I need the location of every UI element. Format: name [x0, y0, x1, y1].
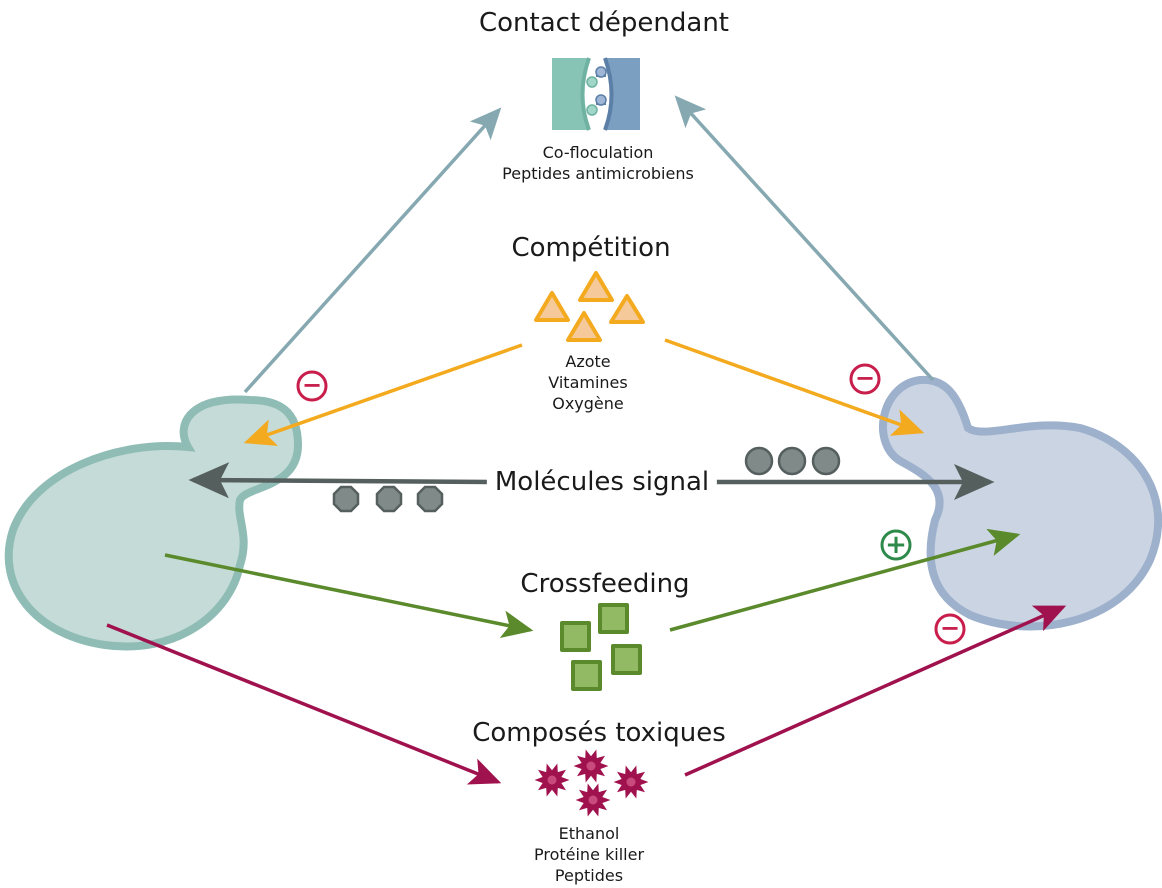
minus-symbol: −	[855, 364, 875, 392]
plus-symbol: +	[885, 530, 907, 560]
competition-line-2: Vitamines	[548, 373, 628, 392]
toxic-arrow-right	[684, 605, 1067, 777]
right-cell-body	[879, 375, 1162, 631]
activation-sign-crossfeeding: +	[880, 529, 912, 561]
crossfeeding-arrow-right	[669, 528, 1021, 632]
toxin-particle	[575, 783, 611, 817]
contact-arrow-right	[674, 95, 935, 382]
crossfeeding-title: Crossfeeding	[520, 569, 690, 599]
contact-arrow-left	[243, 107, 502, 394]
competition-line-3: Oxygène	[552, 394, 624, 413]
toxic-line-2: Protéine killer	[533, 845, 645, 864]
toxic-title: Composés toxiques	[472, 718, 726, 748]
triangle-nutrient-icon	[534, 271, 645, 342]
toxic-line-3: Peptides	[554, 866, 624, 885]
circle-molecule-icon	[744, 446, 841, 476]
toxin-particle	[613, 765, 649, 799]
contact-line-1: Co-floculation	[542, 143, 654, 162]
crossfeeding-arrow-left	[164, 553, 534, 639]
signal-arrow-left	[188, 462, 491, 499]
contact-line-2: Peptides antimicrobiens	[502, 164, 694, 183]
inhibition-sign-left-competition: −	[296, 370, 328, 402]
toxic-line-1: Ethanol	[558, 824, 620, 843]
toxic-arrow-left	[106, 623, 502, 785]
signal-title: Molécules signal	[486, 467, 718, 497]
minus-symbol: −	[302, 371, 322, 399]
left-cell-body	[4, 395, 303, 651]
octagon-molecule-icon	[332, 485, 444, 513]
left-yeast-cell	[4, 395, 303, 651]
toxin-particle	[534, 763, 570, 797]
inhibition-sign-toxic: −	[934, 613, 966, 645]
toxin-particle	[573, 749, 609, 783]
competition-line-1: Azote	[565, 352, 611, 371]
minus-symbol: −	[940, 614, 960, 642]
competition-title: Compétition	[511, 233, 671, 263]
spiky-toxin-icon	[534, 749, 649, 817]
right-yeast-cell	[879, 375, 1162, 631]
contact-title: Contact dépendant	[478, 8, 730, 38]
membrane-contact-icon	[552, 57, 640, 131]
competition-arrow-right	[664, 338, 925, 436]
square-metabolite-icon	[560, 603, 642, 691]
inhibition-sign-right-competition: −	[849, 363, 881, 395]
competition-arrow-left	[243, 343, 523, 446]
